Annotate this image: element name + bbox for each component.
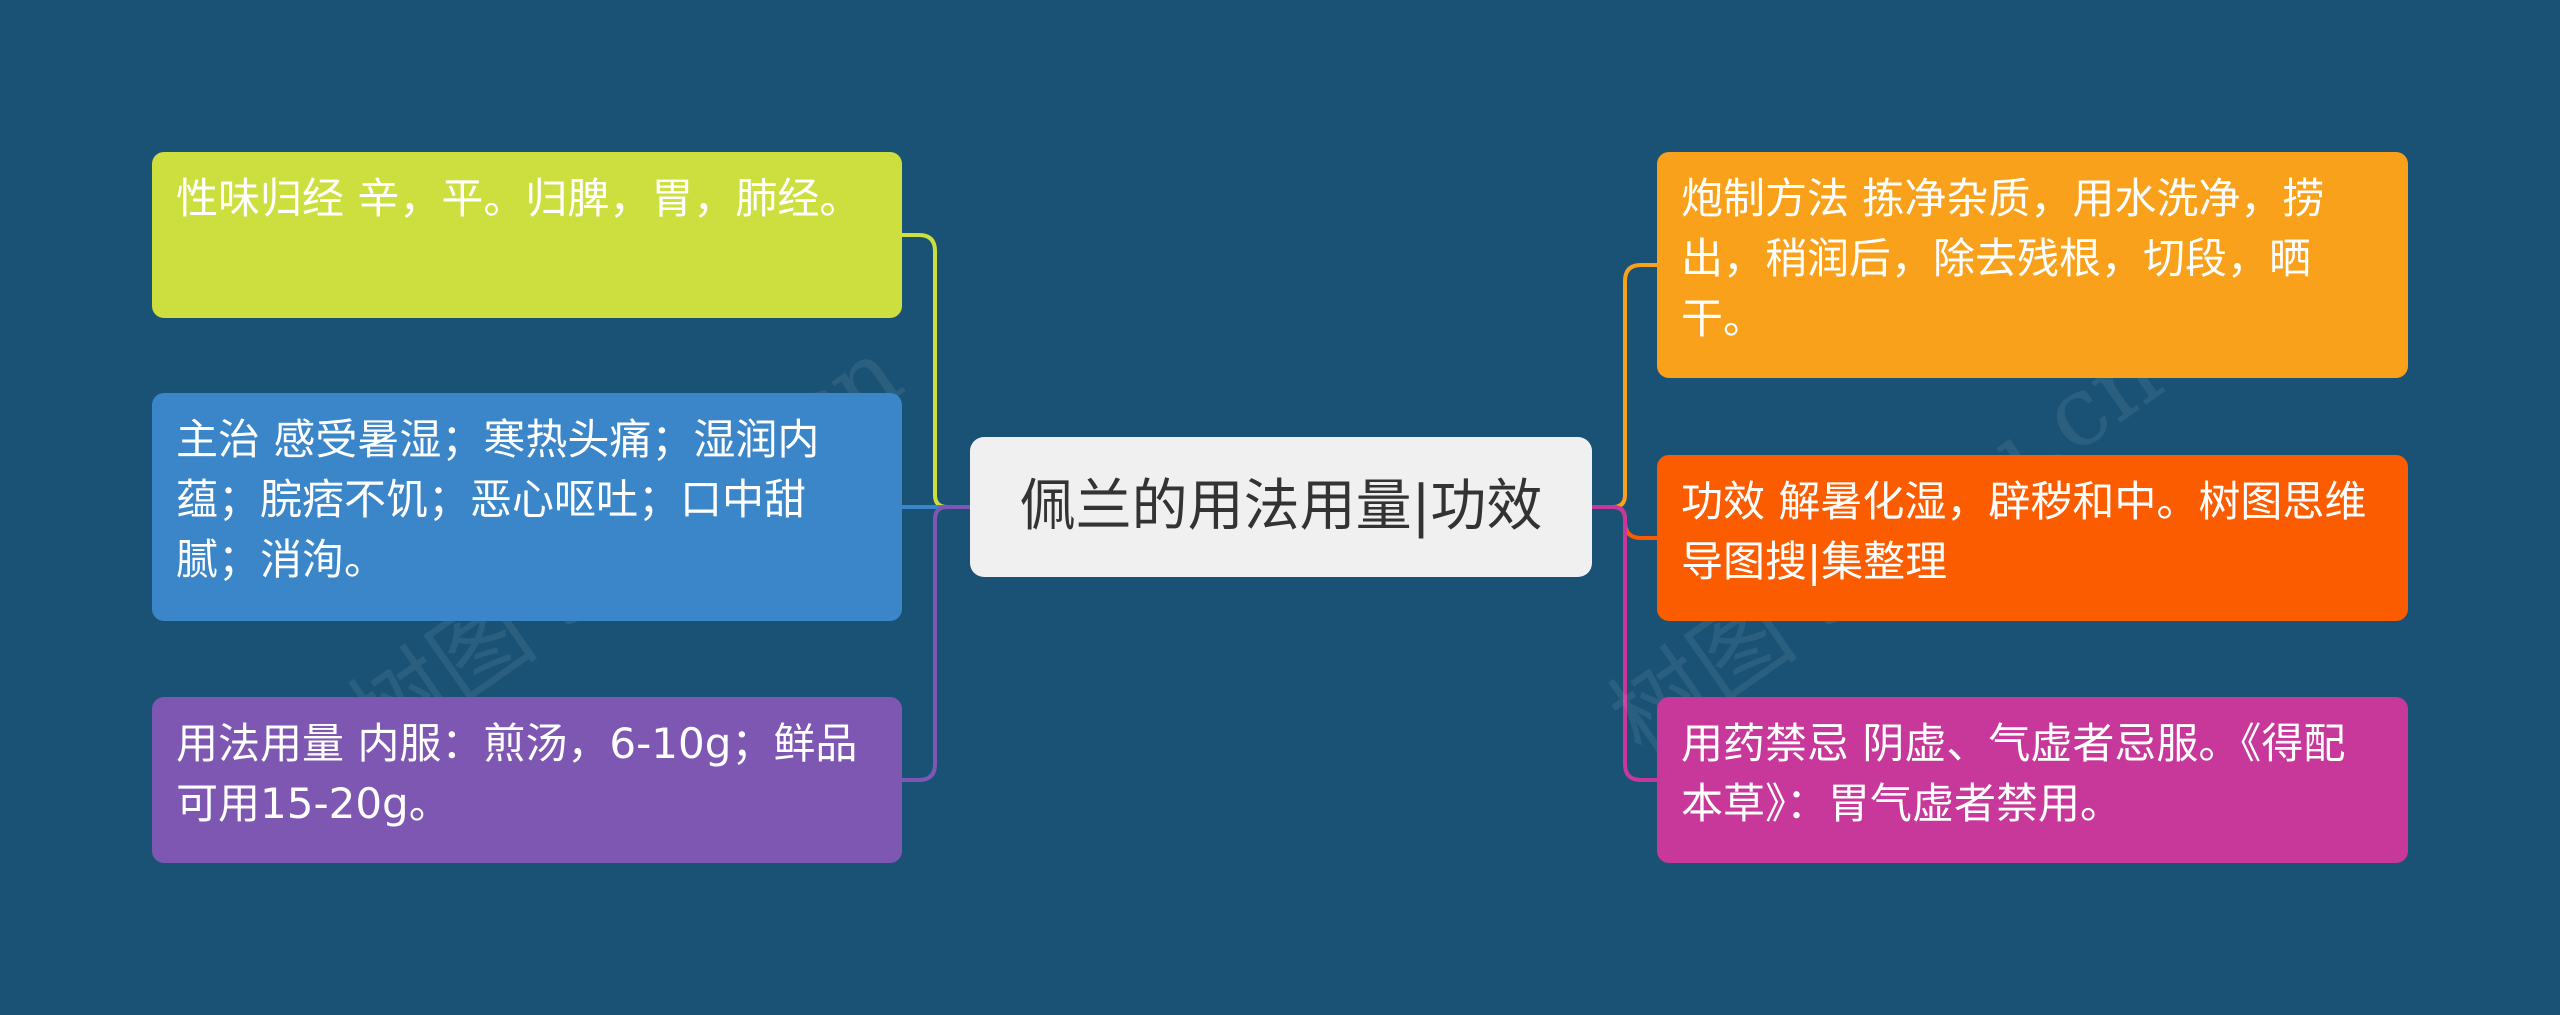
branch-node-dosage[interactable]: 用法用量 内服：煎汤，6-10g；鲜品可用15-20g。 <box>152 697 902 863</box>
connector-left-0 <box>902 233 970 509</box>
branch-node-nature-meridian[interactable]: 性味归经 辛，平。归脾，胃，肺经。 <box>152 152 902 318</box>
connector-right-2 <box>1592 505 1657 782</box>
branch-text: 解暑化湿，辟秽和中。树图思维导图搜|集整理 <box>1681 477 2367 586</box>
connector-left-2 <box>902 505 970 782</box>
branch-node-efficacy[interactable]: 功效 解暑化湿，辟秽和中。树图思维导图搜|集整理 <box>1657 455 2408 621</box>
branch-text: 拣净杂质，用水洗净，捞出，稍润后，除去残根，切段，晒干。 <box>1681 174 2325 343</box>
branch-node-indications[interactable]: 主治 感受暑湿；寒热头痛；湿润内蕴；脘痞不饥；恶心呕吐；口中甜腻；消洵。 <box>152 393 902 621</box>
branch-text: 感受暑湿；寒热头痛；湿润内蕴；脘痞不饥；恶心呕吐；口中甜腻；消洵。 <box>176 415 820 584</box>
branch-label: 用法用量 <box>176 719 345 768</box>
branch-label: 性味归经 <box>176 174 345 223</box>
branch-label: 炮制方法 <box>1681 174 1850 223</box>
connector-right-0 <box>1592 263 1657 509</box>
branch-text: 内服：煎汤，6-10g；鲜品可用15-20g。 <box>176 719 858 828</box>
branch-label: 功效 <box>1681 477 1766 526</box>
branch-node-contraindications[interactable]: 用药禁忌 阴虚、气虚者忌服。《得配本草》：胃气虚者禁用。 <box>1657 697 2408 863</box>
branch-label: 主治 <box>176 415 261 464</box>
branch-label: 用药禁忌 <box>1681 719 1850 768</box>
branch-node-processing[interactable]: 炮制方法 拣净杂质，用水洗净，捞出，稍润后，除去残根，切段，晒干。 <box>1657 152 2408 378</box>
central-topic[interactable]: 佩兰的用法用量|功效 <box>970 437 1592 577</box>
branch-text: 阴虚、气虚者忌服。《得配本草》：胃气虚者禁用。 <box>1681 719 2346 828</box>
branch-text: 辛，平。归脾，胃，肺经。 <box>357 174 862 223</box>
